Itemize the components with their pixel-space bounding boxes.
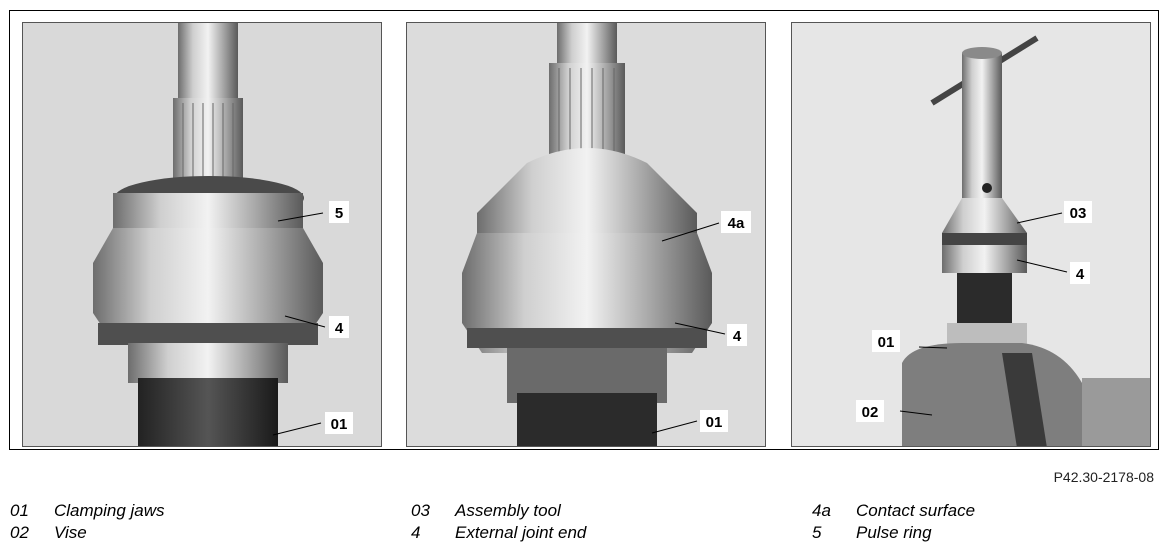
callout-02: 02: [862, 404, 879, 421]
legend-label: Contact surface: [856, 501, 976, 520]
photo-panel-3: 01 02 03 4: [791, 22, 1151, 447]
legend-item: 4a Contact surface: [812, 500, 975, 522]
callout-03: 03: [1070, 205, 1087, 222]
legend-item: 5 Pulse ring: [812, 522, 975, 544]
callout-4: 4: [335, 320, 344, 337]
callout-4a: 4a: [728, 215, 745, 232]
photo-panel-1: 5 4 01: [22, 22, 382, 447]
legend-number: 4a: [812, 501, 831, 520]
legend-item: 03 Assembly tool: [411, 500, 586, 522]
callout-4: 4: [1076, 266, 1085, 283]
legend-number: 01: [10, 501, 29, 520]
figure-frame: 5 4 01: [9, 10, 1159, 450]
callout-01: 01: [331, 416, 348, 433]
callout-4: 4: [733, 328, 742, 345]
legend-item: 01 Clamping jaws: [10, 500, 165, 522]
legend-number: 03: [411, 501, 430, 520]
legend-item: 02 Vise: [10, 522, 165, 544]
figure-reference: P42.30-2178-08: [1053, 469, 1154, 485]
callout-5: 5: [335, 205, 343, 222]
legend-number: 5: [812, 523, 822, 542]
legend-column-1: 01 Clamping jaws 02 Vise: [10, 500, 165, 544]
legend-number: 4: [411, 523, 421, 542]
photo-3-illustration: 01 02 03 4: [792, 23, 1150, 446]
legend-item: 4 External joint end: [411, 522, 586, 544]
legend-number: 02: [10, 523, 29, 542]
callout-01: 01: [706, 414, 723, 431]
photo-1-illustration: 5 4 01: [23, 23, 381, 446]
callout-01: 01: [878, 334, 895, 351]
photo-panel-2: 4a 4 01: [406, 22, 766, 447]
legend-label: Clamping jaws: [54, 501, 165, 520]
legend-label: External joint end: [455, 523, 587, 542]
legend-label: Pulse ring: [856, 523, 932, 542]
legend-column-3: 4a Contact surface 5 Pulse ring: [812, 500, 975, 544]
legend-label: Vise: [54, 523, 87, 542]
legend-column-2: 03 Assembly tool 4 External joint end: [411, 500, 586, 544]
legend-label: Assembly tool: [455, 501, 561, 520]
photo-2-illustration: 4a 4 01: [407, 23, 765, 446]
